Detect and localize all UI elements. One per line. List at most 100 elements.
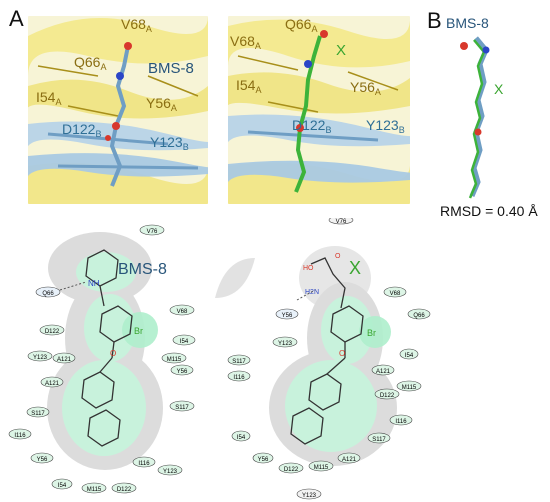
- label-d122-right: D122B: [292, 117, 332, 135]
- residue-d122b: D122: [111, 482, 137, 494]
- atom-br-right: Br: [367, 328, 376, 338]
- svg-text:S117: S117: [232, 359, 246, 365]
- residue-y123b-r: Y123: [296, 488, 322, 500]
- residue-d122b-r: D122: [278, 462, 304, 474]
- rmsd-value: RMSD = 0.40 Å: [440, 203, 538, 219]
- residue-v68: V68: [169, 304, 195, 316]
- label-v68-left: V68A: [121, 16, 152, 34]
- residue-v76-r: V76: [328, 218, 354, 225]
- residue-y123-r: Y123: [272, 336, 298, 348]
- residue-s117: S117: [169, 400, 195, 412]
- label-i54-right: I54A: [236, 77, 262, 95]
- label-y123-right: Y123B: [366, 117, 405, 135]
- atom-h2n: H2N: [305, 289, 319, 296]
- residue-i54b: I54: [51, 478, 73, 490]
- svg-text:D122: D122: [380, 393, 395, 399]
- svg-text:M115: M115: [402, 385, 417, 391]
- svg-text:D122: D122: [45, 329, 60, 335]
- structure-render-x: [228, 16, 410, 204]
- label-x-right: X: [336, 42, 347, 59]
- protein-ribbon-right: [228, 16, 410, 204]
- overlay-label-bms8: BMS-8: [446, 15, 489, 31]
- svg-text:Y56: Y56: [37, 457, 48, 463]
- residue-v68-r: V68: [383, 286, 407, 298]
- diagram-title-x: X: [349, 258, 361, 278]
- residue-v76: V76: [139, 224, 165, 236]
- residue-y56b: Y56: [30, 452, 54, 464]
- residue-d122: D122: [39, 324, 65, 336]
- svg-text:I54: I54: [237, 435, 246, 441]
- svg-text:D122: D122: [117, 487, 132, 493]
- atom-nh: NH: [88, 279, 100, 288]
- residue-i54b-r: I54: [231, 430, 251, 442]
- svg-text:Y56: Y56: [258, 457, 269, 463]
- label-q66-right: Q66A: [285, 16, 318, 34]
- residue-s117b-r: S117: [367, 432, 391, 444]
- label-bms8-left: BMS-8: [148, 60, 194, 77]
- residue-a121b: A121: [40, 376, 64, 388]
- svg-text:I116: I116: [233, 375, 245, 381]
- svg-text:I116: I116: [138, 461, 150, 467]
- residue-a121: A121: [52, 352, 76, 364]
- svg-text:A121: A121: [376, 369, 391, 375]
- svg-text:V76: V76: [336, 219, 347, 225]
- svg-text:I54: I54: [180, 339, 189, 345]
- residue-m115-r: M115: [396, 380, 422, 392]
- svg-text:V68: V68: [390, 291, 401, 297]
- svg-text:I54: I54: [405, 353, 414, 359]
- svg-text:Y123: Y123: [302, 493, 317, 499]
- residue-m115b-r: M115: [308, 460, 334, 472]
- residue-s117-r: S117: [227, 354, 251, 366]
- overlay-label-x: X: [494, 81, 504, 97]
- label-i54-left: I54A: [36, 89, 62, 107]
- svg-text:I116: I116: [395, 419, 407, 425]
- residue-d122-r: D122: [374, 388, 400, 400]
- atom-ho: HO: [303, 265, 314, 272]
- residue-i116b-r: I116: [389, 414, 413, 426]
- residue-i116: I116: [8, 428, 32, 440]
- residue-list-left: V76 Q66 V68 D122 I54 Y123 A121 M115 Y56 …: [8, 224, 196, 494]
- residue-q66-r: Q66: [407, 308, 431, 320]
- pocket-surface-right: [215, 258, 255, 298]
- protein-ribbon-left: [28, 16, 208, 204]
- ligand-overlay-render: [460, 36, 490, 199]
- interaction-diagram-bms8: BMS-8 NH Br O V76 Q66 V68 D122 I54 Y123 …: [8, 224, 196, 494]
- svg-text:V68: V68: [177, 309, 188, 315]
- svg-text:A121: A121: [342, 457, 357, 463]
- svg-text:Q66: Q66: [42, 291, 54, 297]
- residue-q66: Q66: [35, 286, 61, 298]
- residue-i116-r: I116: [227, 370, 251, 382]
- label-v68-right: V68A: [230, 33, 261, 51]
- atom-br-left: Br: [134, 326, 143, 336]
- residue-i54: I54: [172, 334, 196, 346]
- label-y56-left: Y56A: [146, 95, 177, 113]
- label-q66-left: Q66A: [74, 54, 107, 72]
- label-y123-left: Y123B: [150, 134, 189, 152]
- residue-y56: Y56: [170, 364, 194, 376]
- svg-text:M115: M115: [87, 487, 102, 493]
- svg-text:S117: S117: [372, 437, 386, 443]
- svg-text:A121: A121: [45, 381, 60, 387]
- atom-o-left: O: [110, 349, 116, 358]
- residue-y56b-r: Y56: [252, 452, 274, 464]
- residue-a121b-r: A121: [337, 452, 361, 464]
- svg-text:Y123: Y123: [33, 355, 48, 361]
- residue-a121-r: A121: [371, 364, 395, 376]
- svg-text:Q66: Q66: [413, 313, 425, 319]
- residue-i116b: I116: [132, 456, 156, 468]
- atom-o-top: O: [335, 253, 341, 260]
- residue-m115: M115: [161, 352, 187, 364]
- diagram-title-bms8: BMS-8: [118, 261, 167, 278]
- atom-o-right: O: [339, 349, 345, 358]
- svg-text:Y123: Y123: [278, 341, 293, 347]
- svg-text:I116: I116: [14, 433, 26, 439]
- label-d122-left: D122B: [62, 121, 102, 139]
- svg-text:A121: A121: [57, 357, 72, 363]
- svg-text:Y56: Y56: [282, 313, 293, 319]
- residue-m115b: M115: [81, 482, 107, 494]
- svg-text:S117: S117: [31, 411, 45, 417]
- svg-text:Y123: Y123: [163, 469, 178, 475]
- label-y56-right: Y56A: [350, 79, 381, 97]
- svg-text:I54: I54: [58, 483, 67, 489]
- panel-letter-b: B: [427, 8, 442, 33]
